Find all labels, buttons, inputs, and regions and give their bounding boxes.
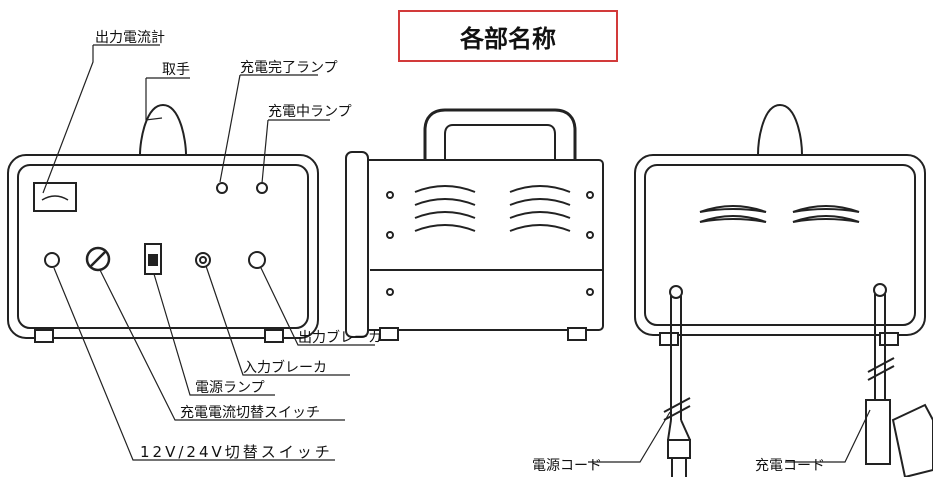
side-view xyxy=(345,108,604,341)
power-cord xyxy=(663,285,691,477)
label-charge-cord: 充電コード xyxy=(755,458,825,474)
label-power-cord: 電源コード xyxy=(532,458,602,474)
label-input-breaker: 入力ブレーカ xyxy=(243,359,327,376)
side-front-bezel xyxy=(345,151,369,338)
label-charge-complete-lamp: 充電完了ランプ xyxy=(240,60,338,76)
rear-view xyxy=(634,103,933,477)
side-case xyxy=(359,159,604,331)
front-foot-right xyxy=(264,329,284,343)
input-breaker-knob xyxy=(195,252,211,268)
charge-complete-lamp xyxy=(216,182,228,194)
diagram-title: 各部名称 xyxy=(398,10,618,62)
front-view xyxy=(7,103,319,343)
side-louvers-left xyxy=(414,185,476,232)
label-power-lamp: 電源ランプ xyxy=(195,380,265,396)
power-lamp-switch xyxy=(144,243,162,275)
side-louvers-right xyxy=(509,185,571,232)
charge-clip xyxy=(865,399,891,465)
output-breaker-knob xyxy=(248,251,266,269)
label-handle: 取手 xyxy=(162,62,190,78)
label-charging-lamp: 充電中ランプ xyxy=(268,104,352,120)
ammeter-needle xyxy=(41,195,69,201)
front-foot-left xyxy=(34,329,54,343)
ammeter xyxy=(33,182,77,212)
front-outer-case xyxy=(7,154,319,339)
label-charge-current-switch: 充電電流切替スイッチ xyxy=(180,405,320,421)
front-panel xyxy=(17,164,309,329)
rear-outer-case xyxy=(634,154,926,336)
rear-handle xyxy=(756,103,804,156)
charge-cord xyxy=(865,283,933,477)
front-handle xyxy=(138,103,188,156)
voltage-switch-knob xyxy=(44,252,60,268)
label-voltage-switch: 12V/24V切替スイッチ xyxy=(140,443,333,461)
label-output-breaker: 出力ブレーカ xyxy=(298,329,382,346)
side-carry-handle xyxy=(423,108,577,162)
current-switch-knob xyxy=(85,246,111,272)
label-output-ammeter: 出力電流計 xyxy=(95,30,165,46)
